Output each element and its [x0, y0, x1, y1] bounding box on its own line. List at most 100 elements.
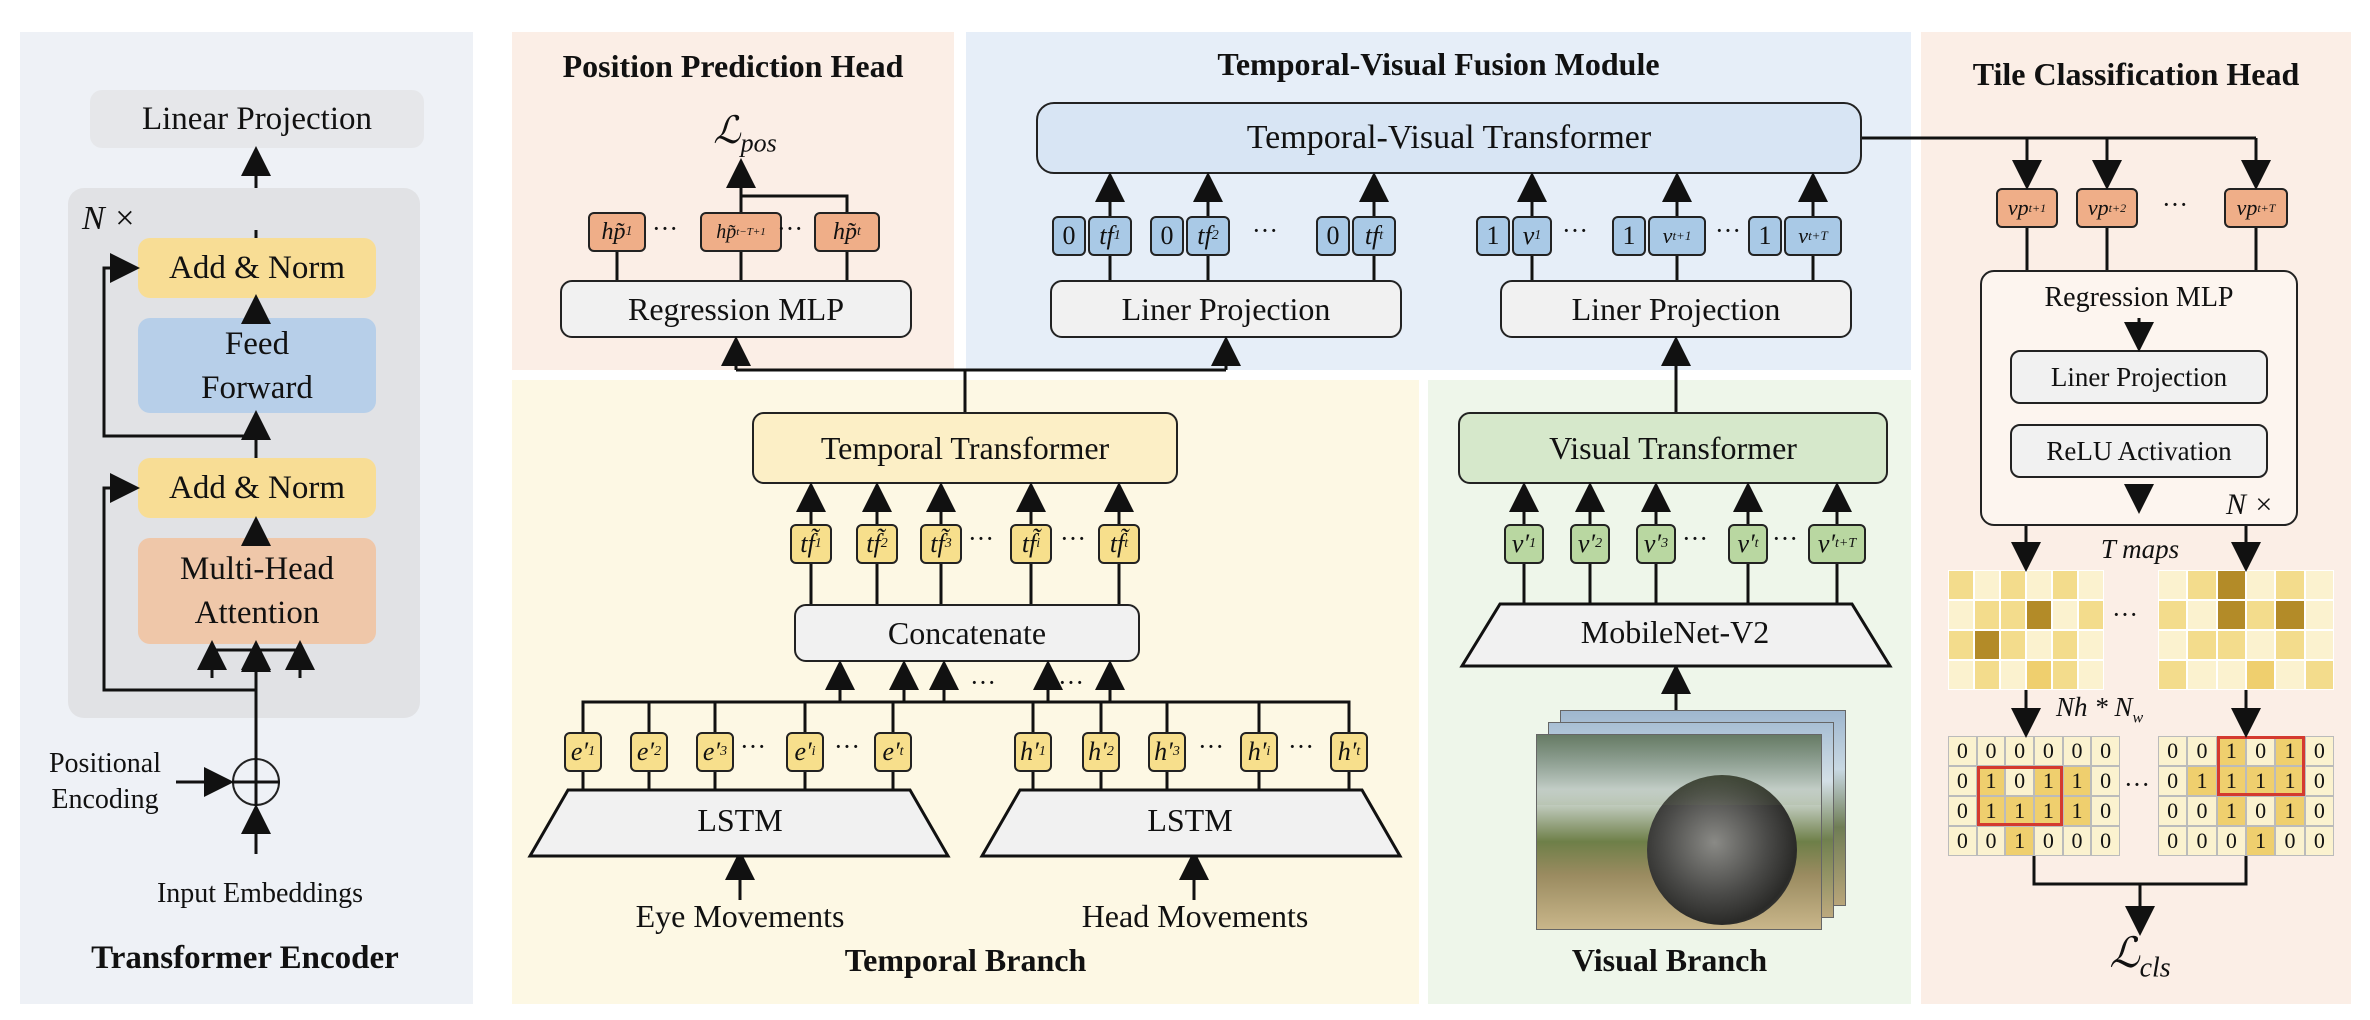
heatmap-cell	[2275, 600, 2305, 630]
highlight-box	[1976, 766, 2063, 826]
heatmap-cell	[2026, 570, 2052, 600]
binary-cell: 1	[2005, 826, 2034, 856]
position-regression-mlp: Regression MLP	[560, 280, 912, 338]
tile-regression-mlp: Regression MLP	[2044, 282, 2234, 313]
binary-cell: 0	[1948, 766, 1977, 796]
heatmap-cell	[2246, 570, 2276, 600]
heatmap-cell	[2246, 600, 2276, 630]
encoder-add-norm-top: Add & Norm	[138, 238, 376, 298]
lstm-left-label-top: LSTM	[697, 802, 783, 838]
head-token-i: h′i	[1240, 732, 1278, 772]
heatmap-cell	[2078, 570, 2104, 600]
heatmap-cell	[2187, 630, 2217, 660]
binary-cell: 1	[1976, 766, 2006, 796]
panorama-tree	[1537, 735, 1821, 805]
binary-cell: 0	[2062, 826, 2092, 856]
binary-cell: 0	[2005, 736, 2034, 766]
binary-cell: 0	[1948, 736, 1977, 766]
binary-cell: 0	[2216, 826, 2246, 856]
binary-cell: 0	[2304, 826, 2334, 856]
mobilenet-label-top: MobileNet-V2	[1580, 614, 1770, 650]
tile-head-title: Tile Classification Head	[1972, 56, 2300, 92]
heatmap-cell	[2000, 570, 2026, 600]
position-loss: ℒpos	[713, 110, 777, 158]
binary-cell: 0	[2005, 766, 2034, 796]
binary-cell: 0	[2091, 736, 2120, 766]
heatmap-cell	[2275, 570, 2305, 600]
cls-loss: ℒcls	[2109, 931, 2171, 984]
fusion-one-2: 1	[1612, 216, 1646, 256]
binary-cell: 0	[2091, 796, 2120, 826]
heatmap-cell	[2000, 630, 2026, 660]
binary-cell: 0	[2304, 766, 2334, 796]
temporal-tf-3: tf̃3	[920, 524, 962, 564]
heatmap-cell	[2216, 600, 2246, 630]
fusion-zero-t: 0	[1316, 216, 1350, 256]
heatmap-cell	[1974, 570, 2000, 600]
visual-v-t: v′t	[1728, 524, 1768, 564]
hp-token-1: hp̃1	[588, 212, 646, 252]
nh-nw-label: Nh * Nw	[2056, 692, 2144, 727]
hp-token-mid: hp̃t−T+1	[700, 212, 782, 252]
binary-cell: 0	[2187, 826, 2217, 856]
vp-ellipsis: ···	[2162, 190, 2188, 219]
binary-cell: 0	[2158, 766, 2188, 796]
position-head-title: Position Prediction Head	[562, 48, 904, 84]
heatmap-cell	[2275, 630, 2305, 660]
eye-token-1: e′1	[564, 732, 602, 772]
eye-ellipsis-2: ···	[834, 732, 860, 761]
binary-cell: 0	[2091, 766, 2120, 796]
binary-cell: 0	[2091, 826, 2120, 856]
binary-cell: 1	[2246, 766, 2276, 796]
temporal-tf-ellipsis-1: ···	[968, 524, 994, 553]
binary-cell: 1	[1976, 796, 2006, 826]
binary-cell: 0	[1948, 796, 1977, 826]
concatenate-box: Concatenate	[794, 604, 1140, 662]
heatmap-cell	[2078, 660, 2104, 690]
heatmap-cell	[2078, 630, 2104, 660]
temporal-tf-t: tf̃t	[1098, 524, 1140, 564]
heatmap-ellipsis: ···	[2112, 600, 2138, 629]
binary-cell: 0	[2187, 796, 2217, 826]
head-token-1: h′1	[1014, 732, 1052, 772]
visual-transformer: Visual Transformer	[1458, 412, 1888, 484]
binary-cell: 1	[2034, 766, 2063, 796]
eye-token-i: e′i	[786, 732, 824, 772]
binary-cell: 0	[2158, 736, 2188, 766]
heatmap-cell	[2000, 660, 2026, 690]
binary-cell: 0	[2062, 736, 2092, 766]
head-token-t: h′t	[1330, 732, 1368, 772]
tile-liner-projection: Liner Projection	[2010, 350, 2268, 404]
binary-cell: 0	[2304, 736, 2334, 766]
heatmap-cell	[2216, 660, 2246, 690]
binary-cell: 0	[2158, 826, 2188, 856]
binary-cell: 1	[2187, 766, 2217, 796]
lstm-right-shape	[979, 788, 1403, 858]
heatmap-cell	[2026, 600, 2052, 630]
eye-token-3: e′3	[696, 732, 734, 772]
binary-cell: 0	[2304, 796, 2334, 826]
fusion-ellipsis-r1: ···	[1562, 216, 1588, 245]
head-movements-label: Head Movements	[1081, 898, 1309, 934]
heatmap-cell	[2187, 660, 2217, 690]
fusion-one-3: 1	[1748, 216, 1782, 256]
hp-ellipsis-2: ···	[777, 214, 803, 243]
heatmap-cell	[2052, 660, 2078, 690]
binary-cell: 1	[2062, 766, 2092, 796]
heatmap-cell	[1974, 660, 2000, 690]
fusion-zero-1: 0	[1052, 216, 1086, 256]
binary-cell: 1	[2246, 826, 2276, 856]
binary-cell: 0	[2246, 736, 2276, 766]
visual-v-3: v′3	[1636, 524, 1676, 564]
binary-cell: 0	[2034, 736, 2063, 766]
hp-ellipsis-1: ···	[652, 214, 678, 243]
lstm-right-label-top: LSTM	[1147, 802, 1233, 838]
heatmap-cell	[2000, 600, 2026, 630]
eye-movements-label: Eye Movements	[635, 898, 845, 934]
